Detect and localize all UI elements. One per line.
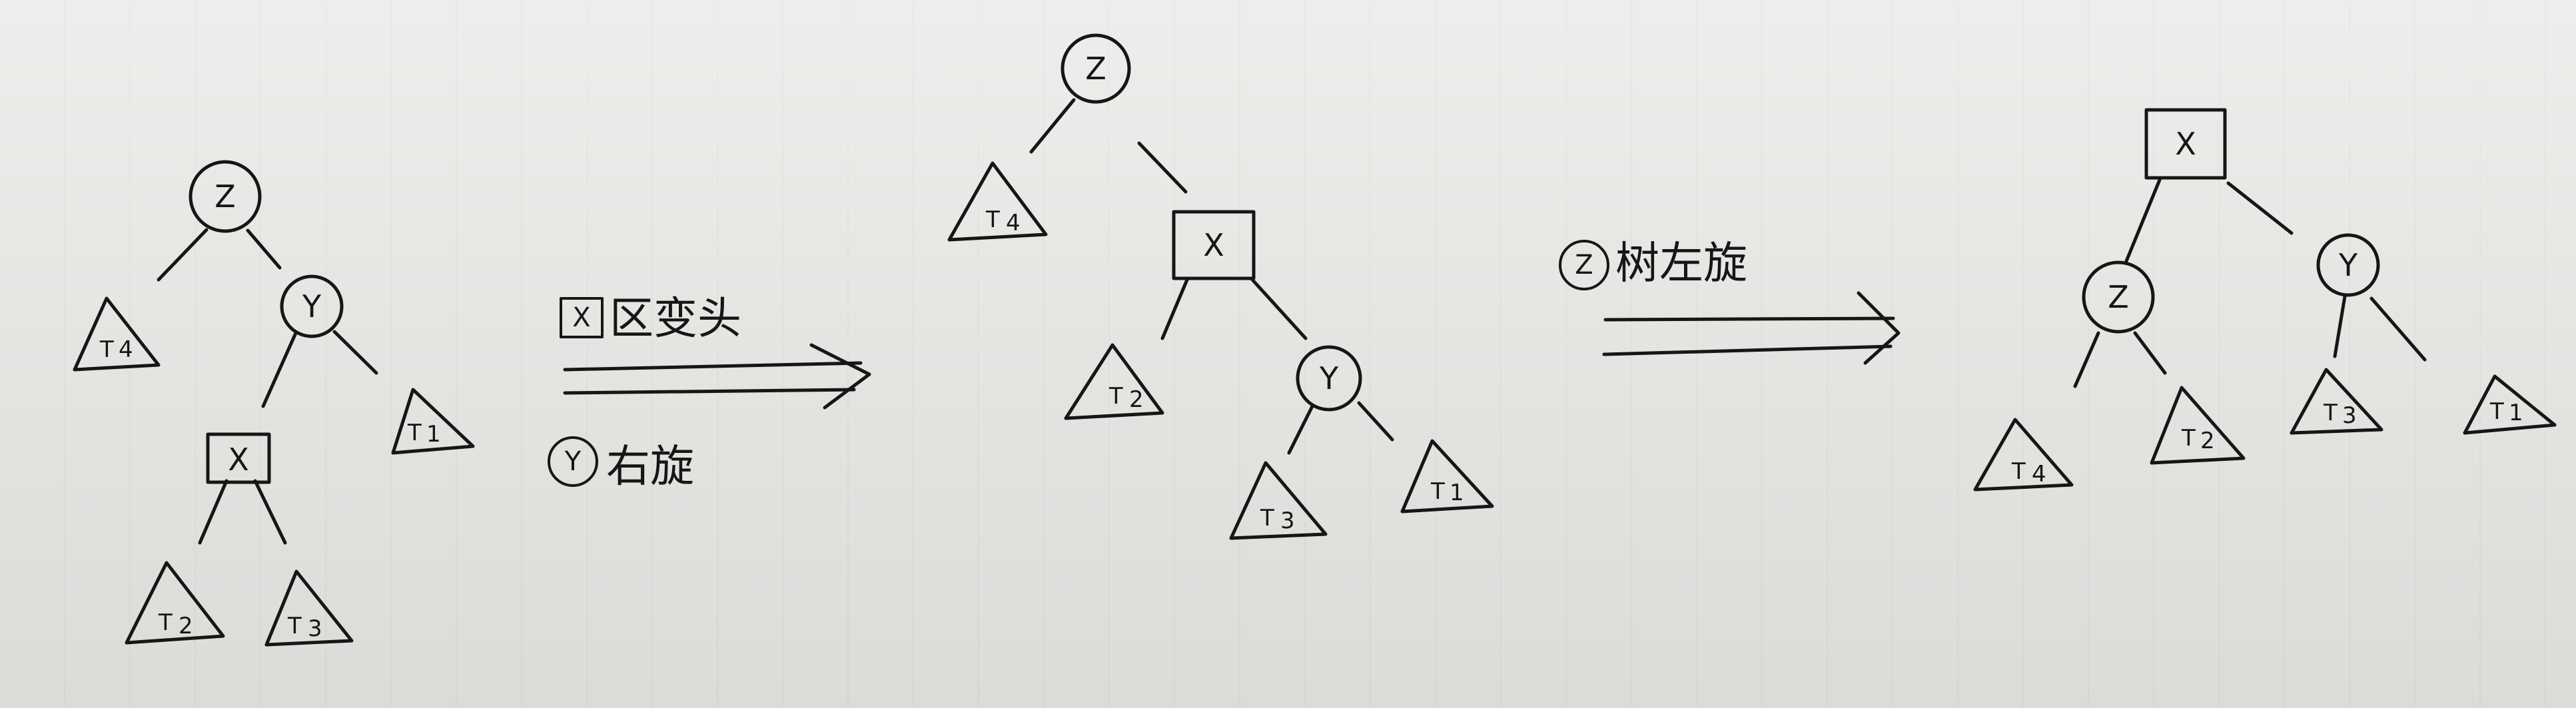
node-z-label: Z [1085,51,1106,87]
subtree-t1-label: 1 [426,421,441,448]
subtree-t4-label: 4 [119,336,133,363]
transition-1: X 区变头 Y 右旋 [548,293,871,492]
svg-text:T: T [1260,505,1274,531]
node-y: Y [280,274,344,338]
tree-3: X Z Y T 4 T 2 T 3 T 1 [1973,108,2557,492]
svg-text:T: T [1430,478,1445,505]
tree-2: Z X Y T 4 T 2 T 3 T 1 [947,33,1494,540]
svg-text:T: T [985,206,1000,233]
node-y-label: Y [1319,360,1339,396]
edge-x-y [2226,181,2294,235]
subtree-t2: T 2 [1064,343,1164,420]
subtree-t2: T 2 [125,561,225,645]
node-x: X [1172,210,1256,280]
svg-text:T: T [158,609,173,636]
subtree-t2: T 2 [2150,386,2246,465]
node-x-label: X [1203,227,1224,263]
arrow-2-head [1857,291,1901,365]
arrow-1-line-bottom [563,388,856,395]
svg-text:T: T [2489,398,2504,425]
transition-2: Z 树左旋 [1559,238,1901,365]
node-y: Y [1296,345,1362,412]
edge-x-z [2124,178,2162,263]
transition-2-label: 树左旋 [1615,238,1747,289]
arrow-2-line-bottom [1602,344,1893,356]
edge-x-t2 [198,479,228,545]
subtree-t1: T 1 [1400,439,1494,514]
node-z: Z [2082,260,2155,334]
tree-1: Z Y X T 4 T 1 T 2 [73,160,475,647]
svg-text:T: T [2011,458,2026,485]
edge-z-y [246,228,282,270]
subtree-t1-label: 1 [1450,480,1464,506]
edge-x-t3 [253,479,287,545]
edge-x-t2 [1160,278,1189,340]
node-z: Z [189,160,262,233]
node-y-label: Y [2338,247,2358,283]
subtree-t1-label: 1 [2509,400,2523,426]
subtree-t2-label: 2 [2200,428,2215,454]
edge-y-t1 [1357,401,1394,442]
transition-1-top-label: 区变头 [610,293,741,344]
subtree-t3: T 3 [1229,461,1328,540]
subtree-t3-label: 3 [308,615,322,642]
subtree-t4-label: 4 [2032,461,2046,488]
edge-z-t2 [2133,331,2167,375]
subtree-t3-label: 3 [1280,508,1295,534]
arrow-1-head [809,343,871,410]
node-z-label: Z [2108,279,2129,315]
transition-1-node-y-circle [548,436,598,487]
subtree-t1: T 1 [391,388,475,455]
node-z-label: Z [215,178,236,214]
subtree-t4: T 4 [73,296,161,372]
subtree-t2-label: 2 [179,613,193,639]
node-x: X [206,432,271,484]
svg-text:T: T [99,336,114,363]
subtree-t4: T 4 [947,161,1048,242]
transition-2-node-z-circle [1559,240,1609,290]
svg-text:T: T [407,420,422,446]
svg-text:T: T [287,613,302,639]
edge-z-x [1137,141,1188,194]
node-y: Y [2316,233,2380,297]
node-x: X [2144,108,2227,180]
edge-z-t4 [1029,98,1076,154]
transition-2-node-z-label: Z [1575,250,1593,280]
subtree-t3-label: 3 [2342,402,2357,429]
node-x-label: X [2175,126,2196,162]
transition-1-node-x-box [560,297,604,338]
subtree-t1: T 1 [2463,374,2557,435]
transition-1-node-y-label: Y [564,446,582,477]
arrow-2-line-top [1603,316,1895,322]
transition-1-node-x-label: X [572,302,590,333]
svg-text:T: T [1108,383,1123,410]
svg-text:T: T [2323,400,2338,426]
svg-text:T: T [2181,425,2196,452]
subtree-t3: T 3 [264,569,354,647]
arrow-1-line-top [563,361,863,372]
node-x-label: X [228,442,249,478]
subtree-t4: T 4 [1973,418,2074,492]
subtree-t2-label: 2 [1129,386,1144,413]
edge-y-t1 [2369,296,2427,362]
edge-y-t3 [1287,404,1314,455]
subtree-t4-label: 4 [1006,210,1021,236]
edge-z-t4 [2073,331,2100,388]
edge-y-t1 [332,330,378,375]
edge-y-x [261,331,298,408]
node-z: Z [1061,33,1131,104]
node-y-label: Y [302,288,322,324]
edge-y-t3 [2333,294,2347,358]
subtree-t3: T 3 [2290,368,2383,435]
edge-x-y [1250,278,1308,340]
edge-z-t4 [157,228,209,282]
transition-1-bottom-label: 右旋 [606,441,694,492]
